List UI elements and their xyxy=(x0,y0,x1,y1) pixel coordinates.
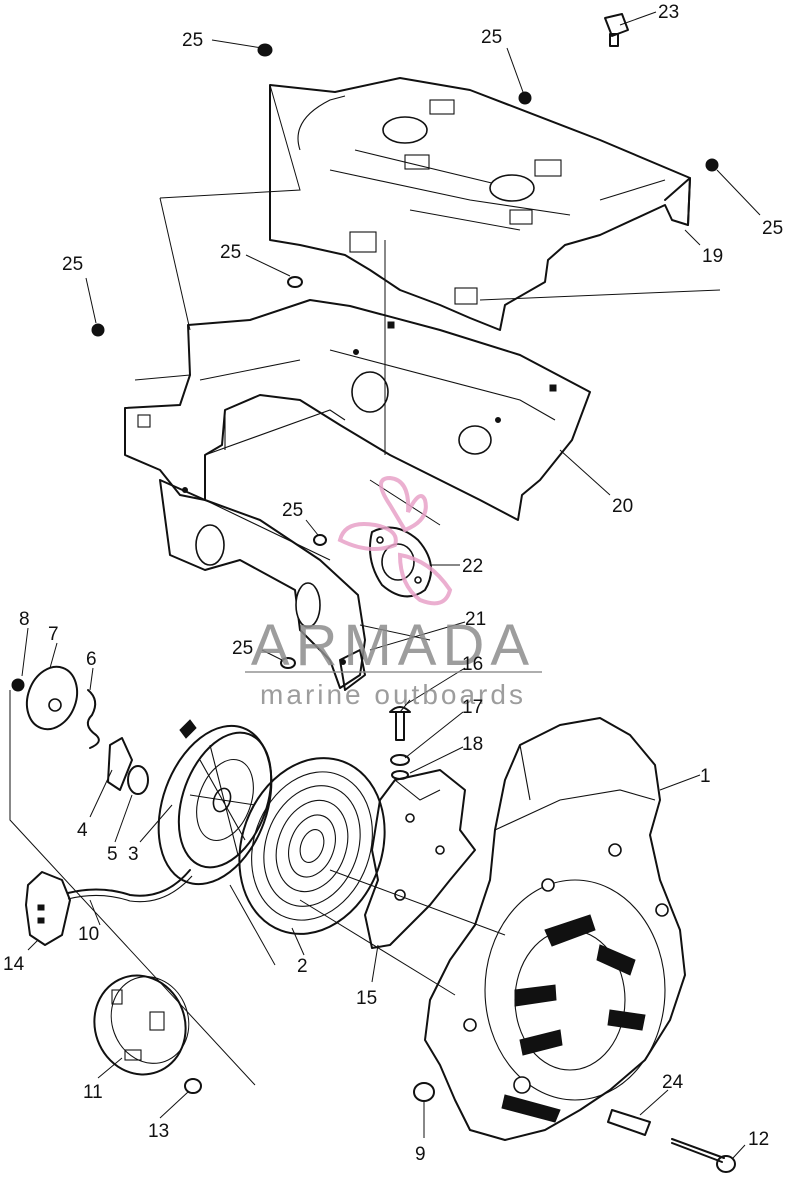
handle-and-rope xyxy=(25,869,193,946)
watermark-tagline: marine outboards xyxy=(260,679,526,710)
leader-lines xyxy=(21,11,761,1159)
assembly-lines xyxy=(9,84,721,1086)
callout-23: 23 xyxy=(658,2,679,23)
callout-14: 14 xyxy=(3,954,25,975)
rope-pulley xyxy=(157,719,273,886)
callout-22: 22 xyxy=(462,556,483,577)
armada-logo-mark xyxy=(337,475,453,606)
callout-17: 17 xyxy=(462,697,483,718)
callout-25-right: 25 xyxy=(762,218,783,239)
callout-6: 6 xyxy=(86,649,97,670)
callout-18: 18 xyxy=(462,734,483,755)
callout-25-left: 25 xyxy=(62,254,83,275)
callout-7: 7 xyxy=(48,624,59,645)
callout-19: 19 xyxy=(702,246,723,267)
callout-1: 1 xyxy=(700,766,711,787)
callout-16: 16 xyxy=(462,654,483,675)
top-cover-plate xyxy=(269,77,691,331)
callout-25-mid: 25 xyxy=(220,242,241,263)
mid-bracket xyxy=(124,299,591,566)
callout-21: 21 xyxy=(465,609,486,630)
callout-2: 2 xyxy=(297,956,308,977)
callout-25-top-center: 25 xyxy=(481,27,502,48)
recoil-spring xyxy=(238,757,386,935)
callout-labels: 23 25 25 25 19 25 25 20 25 22 21 25 16 1… xyxy=(3,2,783,1165)
callout-3: 3 xyxy=(128,844,139,865)
callout-4: 4 xyxy=(77,820,88,841)
callout-9: 9 xyxy=(415,1144,426,1165)
callout-25-top-left: 25 xyxy=(182,30,203,51)
callout-10: 10 xyxy=(78,924,99,945)
callout-12: 12 xyxy=(748,1129,769,1150)
callout-15: 15 xyxy=(356,988,377,1009)
mounting-bracket xyxy=(364,769,476,949)
callout-25-lower: 25 xyxy=(282,500,303,521)
callout-11: 11 xyxy=(83,1082,103,1103)
callout-5: 5 xyxy=(107,844,118,865)
starter-cup xyxy=(93,974,190,1076)
fasteners xyxy=(91,13,736,1173)
callout-8: 8 xyxy=(19,609,30,630)
starter-housing xyxy=(424,717,686,1141)
pawl-and-small-parts xyxy=(11,665,149,795)
gasket-plate xyxy=(369,526,433,598)
callout-20: 20 xyxy=(612,496,633,517)
callout-13: 13 xyxy=(148,1121,169,1142)
callout-25-bottom: 25 xyxy=(232,638,253,659)
callout-24: 24 xyxy=(662,1072,684,1093)
lower-bracket xyxy=(159,479,366,691)
watermark-brand: ARMADA xyxy=(251,613,535,678)
